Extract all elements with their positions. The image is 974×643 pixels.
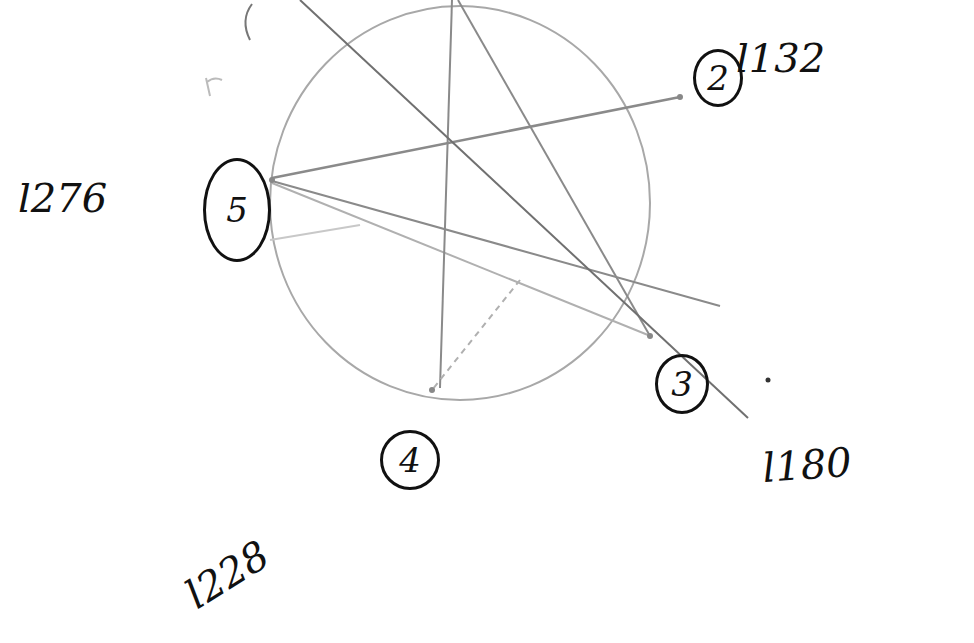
angle-label: l228 (179, 534, 276, 615)
point (269, 177, 275, 183)
angle-label: l276 (18, 178, 107, 218)
circled-number: 2 (693, 49, 743, 107)
chord (272, 97, 680, 178)
faint-mark (206, 78, 222, 96)
callout-number: 4 (399, 443, 421, 477)
callout-number: 5 (226, 193, 248, 227)
angle-label: l132 (736, 38, 825, 78)
circle (270, 6, 650, 400)
angle-label: l180 (761, 442, 853, 488)
chord (300, 0, 748, 418)
circled-number: 4 (380, 430, 440, 490)
callout-number: 2 (707, 61, 729, 95)
dot (766, 378, 771, 383)
point (429, 387, 435, 393)
cut-mark (245, 4, 252, 40)
chord (272, 183, 648, 335)
point (647, 333, 653, 339)
dashed-line (432, 280, 520, 390)
callout-number: 3 (671, 367, 693, 401)
chord (272, 181, 720, 306)
faint-line (270, 225, 360, 240)
chord (458, 0, 650, 336)
circled-number: 5 (203, 158, 271, 262)
circled-number: 3 (655, 354, 709, 414)
point (677, 94, 683, 100)
chord (440, 0, 452, 388)
